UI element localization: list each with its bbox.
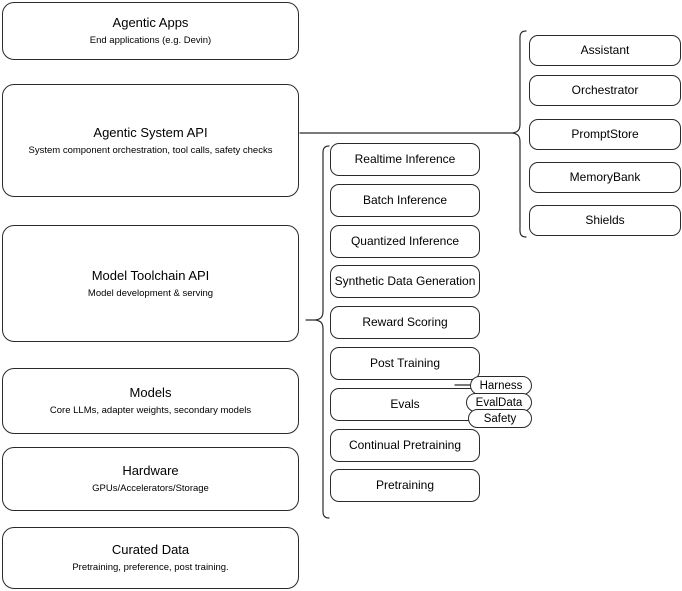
eval-subcomponent-label: EvalData <box>475 396 523 409</box>
component-label: Assistant <box>580 43 630 57</box>
component-label: Reward Scoring <box>362 315 448 329</box>
component-label: Post Training <box>369 356 441 370</box>
component-label: Pretraining <box>375 478 435 492</box>
component-post-training[interactable]: Post Training <box>330 347 480 380</box>
component-memorybank[interactable]: MemoryBank <box>529 162 681 193</box>
layer-subtitle: Model development & serving <box>87 287 214 299</box>
component-reward-scoring[interactable]: Reward Scoring <box>330 306 480 339</box>
component-label: Batch Inference <box>362 193 448 207</box>
layer-models[interactable]: Models Core LLMs, adapter weights, secon… <box>2 368 299 434</box>
layer-subtitle: Pretraining, preference, post training. <box>72 562 229 573</box>
brace-toolchain-components <box>314 145 330 519</box>
layer-curated-data[interactable]: Curated Data Pretraining, preference, po… <box>2 527 299 589</box>
layer-title: Curated Data <box>111 542 190 557</box>
layer-title: Model Toolchain API <box>91 267 210 283</box>
component-label: Quantized Inference <box>350 234 460 248</box>
component-label: Synthetic Data Generation <box>334 274 476 288</box>
component-batch-inference[interactable]: Batch Inference <box>330 184 480 217</box>
layer-title: Agentic System API <box>93 124 208 140</box>
component-label: PromptStore <box>571 127 639 141</box>
component-synthetic-data-generation[interactable]: Synthetic Data Generation <box>330 265 480 298</box>
component-continual-pretraining[interactable]: Continual Pretraining <box>330 429 480 462</box>
layer-subtitle: System component orchestration, tool cal… <box>28 144 273 156</box>
component-label: Shields <box>585 213 625 227</box>
component-promptstore[interactable]: PromptStore <box>529 119 681 150</box>
layer-hardware[interactable]: Hardware GPUs/Accelerators/Storage <box>2 447 299 511</box>
layer-title: Agentic Apps <box>112 15 189 30</box>
component-label: Evals <box>390 397 420 411</box>
component-label: Continual Pretraining <box>348 438 462 452</box>
component-label: Orchestrator <box>571 83 639 97</box>
component-label: MemoryBank <box>569 170 641 184</box>
brace-system-components <box>511 30 527 238</box>
component-assistant[interactable]: Assistant <box>529 35 681 66</box>
component-label: Realtime Inference <box>354 152 456 166</box>
layer-subtitle: Core LLMs, adapter weights, secondary mo… <box>49 405 252 416</box>
eval-subcomponent-evaldata[interactable]: EvalData <box>466 393 532 412</box>
layer-title: Models <box>129 385 172 400</box>
eval-subcomponent-safety[interactable]: Safety <box>468 409 532 428</box>
layer-subtitle: GPUs/Accelerators/Storage <box>92 483 209 494</box>
eval-subcomponent-label: Harness <box>479 379 523 392</box>
component-pretraining[interactable]: Pretraining <box>330 469 480 502</box>
component-quantized-inference[interactable]: Quantized Inference <box>330 225 480 258</box>
layer-model-toolchain-api[interactable]: Model Toolchain API Model development & … <box>2 225 299 342</box>
component-evals[interactable]: Evals <box>330 388 480 421</box>
layer-agentic-system-api[interactable]: Agentic System API System component orch… <box>2 84 299 197</box>
layer-title: Hardware <box>122 463 179 478</box>
eval-subcomponent-label: Safety <box>483 412 517 425</box>
layer-subtitle: End applications (e.g. Devin) <box>89 35 212 46</box>
layer-agentic-apps[interactable]: Agentic Apps End applications (e.g. Devi… <box>2 2 299 60</box>
component-orchestrator[interactable]: Orchestrator <box>529 75 681 106</box>
component-shields[interactable]: Shields <box>529 205 681 236</box>
component-realtime-inference[interactable]: Realtime Inference <box>330 143 480 176</box>
